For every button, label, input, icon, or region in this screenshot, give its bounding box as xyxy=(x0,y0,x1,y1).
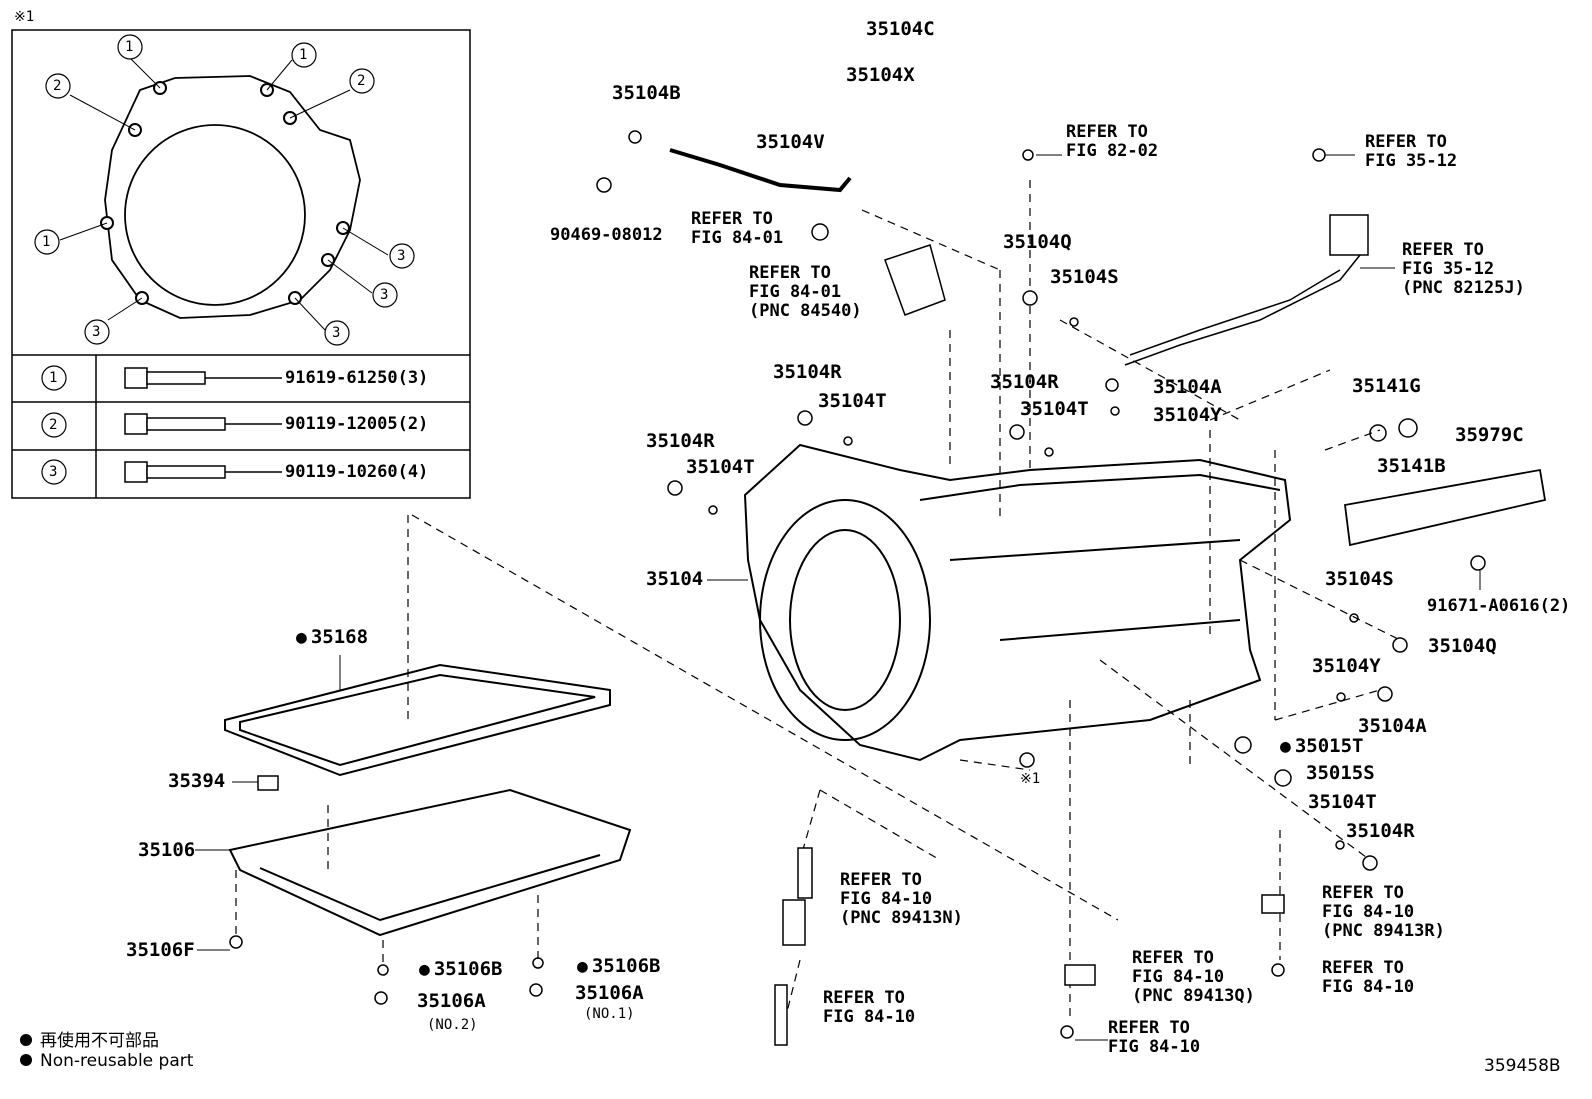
o-rings xyxy=(378,318,1386,975)
part-label: 35104A xyxy=(1153,376,1222,398)
part-label: 35104S xyxy=(1325,568,1394,590)
part-label: 35104Y xyxy=(1153,404,1222,426)
breather-hose xyxy=(670,150,850,190)
diagram-id: 359458B xyxy=(1484,1056,1561,1076)
part-note: (NO.1) xyxy=(584,1006,635,1022)
part-label: 35104T xyxy=(1308,791,1377,813)
part-label: 35106 xyxy=(138,839,196,861)
callout-2: 2 xyxy=(357,73,366,89)
callout-1: 1 xyxy=(299,47,308,63)
non-reusable-dot-icon xyxy=(20,1034,32,1046)
dashed-guide-lines xyxy=(236,180,1400,1040)
table-key-2: 2 xyxy=(49,417,58,433)
part-label: 35104Q xyxy=(1003,231,1072,253)
part-label-non-reusable: 35015T xyxy=(1280,737,1364,756)
callout-1: 1 xyxy=(125,39,134,55)
inset-bolt-drawings xyxy=(125,368,282,482)
inset-gasket-outline xyxy=(105,76,360,318)
part-label: 35394 xyxy=(168,770,226,792)
part-label: 35141G xyxy=(1352,375,1421,397)
legend-jp-text: 再使用不可部品 xyxy=(40,1031,159,1051)
refer-to-label: REFER TO FIG 82-02 xyxy=(1066,122,1159,161)
callout-3: 3 xyxy=(92,324,101,340)
callout-3: 3 xyxy=(380,287,389,303)
part-label: 35104T xyxy=(686,456,755,478)
part-label: 91671-A0616(2) xyxy=(1427,596,1571,616)
part-label: 35141B xyxy=(1377,455,1446,477)
refer-to-label: REFER TO FIG 84-10 xyxy=(823,988,916,1027)
callout-2: 2 xyxy=(53,78,62,94)
part-label: 35104V xyxy=(756,131,825,153)
transmission-case xyxy=(745,445,1290,760)
part-label: 35104T xyxy=(818,390,887,412)
refer-to-label: REFER TO FIG 84-01 xyxy=(691,209,784,248)
callout-3: 3 xyxy=(397,248,406,264)
refer-to-label: REFER TO FIG 35-12 (PNC 82125J) xyxy=(1402,240,1525,298)
part-label: 90469-08012 xyxy=(550,225,663,245)
legend-en-text: Non-reusable part xyxy=(40,1051,194,1071)
refer-to-label: REFER TO FIG 84-10 (PNC 89413R) xyxy=(1322,883,1445,941)
refer-to-label: REFER TO FIG 84-10 xyxy=(1322,958,1415,997)
part-label: 35104T xyxy=(1020,398,1089,420)
part-label: 35104Y xyxy=(1312,655,1381,677)
oil-strainer xyxy=(258,776,278,790)
part-label: 35104R xyxy=(773,361,842,383)
bolt-part-1: 91619-61250(3) xyxy=(285,368,429,388)
part-label: 35104R xyxy=(646,430,715,452)
wire-harness xyxy=(1125,215,1368,365)
inset-mark: ※1 xyxy=(14,9,35,25)
refer-to-label: REFER TO FIG 84-10 (PNC 89413Q) xyxy=(1132,948,1255,1006)
callout-3: 3 xyxy=(332,325,341,341)
part-label: 35104Q xyxy=(1428,635,1497,657)
fasteners xyxy=(230,131,1485,1038)
bolt-part-3: 90119-10260(4) xyxy=(285,462,429,482)
legend-jp: 再使用不可部品 xyxy=(20,1026,159,1051)
part-label: 35106A xyxy=(417,990,486,1012)
part-label: 35106F xyxy=(126,939,195,961)
part-label: 35106A xyxy=(575,982,644,1004)
leader-lines xyxy=(195,155,1480,1040)
part-label-non-reusable: 35106B xyxy=(577,957,661,976)
refer-to-label: REFER TO FIG 84-10 xyxy=(1108,1018,1201,1057)
part-label: 35104 xyxy=(646,568,704,590)
part-note: (NO.2) xyxy=(427,1017,478,1033)
inset-box xyxy=(12,30,470,498)
part-label-non-reusable: 35106B xyxy=(419,960,503,979)
part-label-non-reusable: 35168 xyxy=(296,628,368,647)
non-reusable-dot-icon xyxy=(20,1054,32,1066)
bracket xyxy=(1345,470,1545,545)
part-label: 35104B xyxy=(612,82,681,104)
refer-to-label: REFER TO FIG 84-10 (PNC 89413N) xyxy=(840,870,963,928)
callout-1: 1 xyxy=(42,234,51,250)
refer-to-label: REFER TO FIG 84-01 (PNC 84540) xyxy=(749,263,862,321)
part-mark: ※1 xyxy=(1020,771,1041,787)
inset-callout-circles xyxy=(0,0,480,500)
inset-leader-lines xyxy=(60,58,388,330)
part-label: 35104C xyxy=(866,18,935,40)
sensors xyxy=(775,245,1284,1045)
table-key-1: 1 xyxy=(49,370,58,386)
part-label: 35104X xyxy=(846,64,915,86)
oil-pan xyxy=(230,790,630,935)
part-label: 35104R xyxy=(1346,820,1415,842)
bolt-part-2: 90119-12005(2) xyxy=(285,414,429,434)
part-label: 35104A xyxy=(1358,715,1427,737)
part-label: 35015S xyxy=(1306,762,1375,784)
part-label: 35104S xyxy=(1050,266,1119,288)
legend-en: Non-reusable part xyxy=(20,1051,193,1071)
oil-pan-gasket xyxy=(225,665,610,775)
refer-to-label: REFER TO FIG 35-12 xyxy=(1365,132,1458,171)
part-label: 35979C xyxy=(1455,424,1524,446)
table-key-3: 3 xyxy=(49,464,58,480)
part-label: 35104R xyxy=(990,371,1059,393)
